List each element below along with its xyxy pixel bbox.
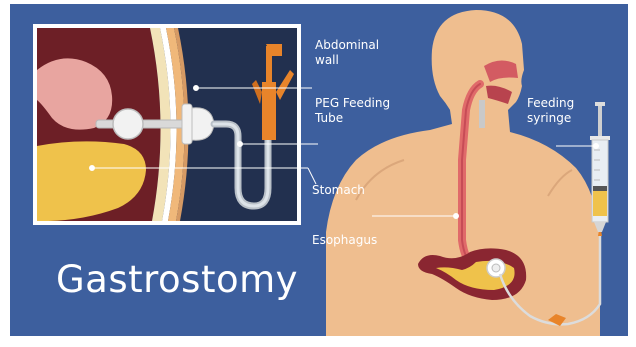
label-abdominal-wall-line2: wall	[315, 53, 379, 68]
diagram-title: Gastrostomy	[56, 258, 298, 302]
callout-dot-peg-tube	[238, 142, 243, 147]
inset-closeup	[33, 24, 301, 225]
label-feeding-syringe: Feeding syringe	[527, 96, 574, 126]
label-peg-tube-line2: Tube	[315, 111, 390, 126]
label-peg-feeding-tube: PEG Feeding Tube	[315, 96, 390, 126]
label-abdominal-wall-line1: Abdominal	[315, 38, 379, 53]
callout-dot-esophagus	[454, 214, 459, 219]
label-syringe-line2: syringe	[527, 111, 574, 126]
label-esophagus: Esophagus	[312, 233, 377, 248]
label-abdominal-wall: Abdominal wall	[315, 38, 379, 68]
callout-dot-stomach	[90, 166, 95, 171]
label-stomach: Stomach	[312, 183, 365, 198]
label-peg-tube-line1: PEG Feeding	[315, 96, 390, 111]
callout-dot-syringe	[594, 144, 599, 149]
callout-dot-abdominal-wall	[194, 86, 199, 91]
label-syringe-line1: Feeding	[527, 96, 574, 111]
